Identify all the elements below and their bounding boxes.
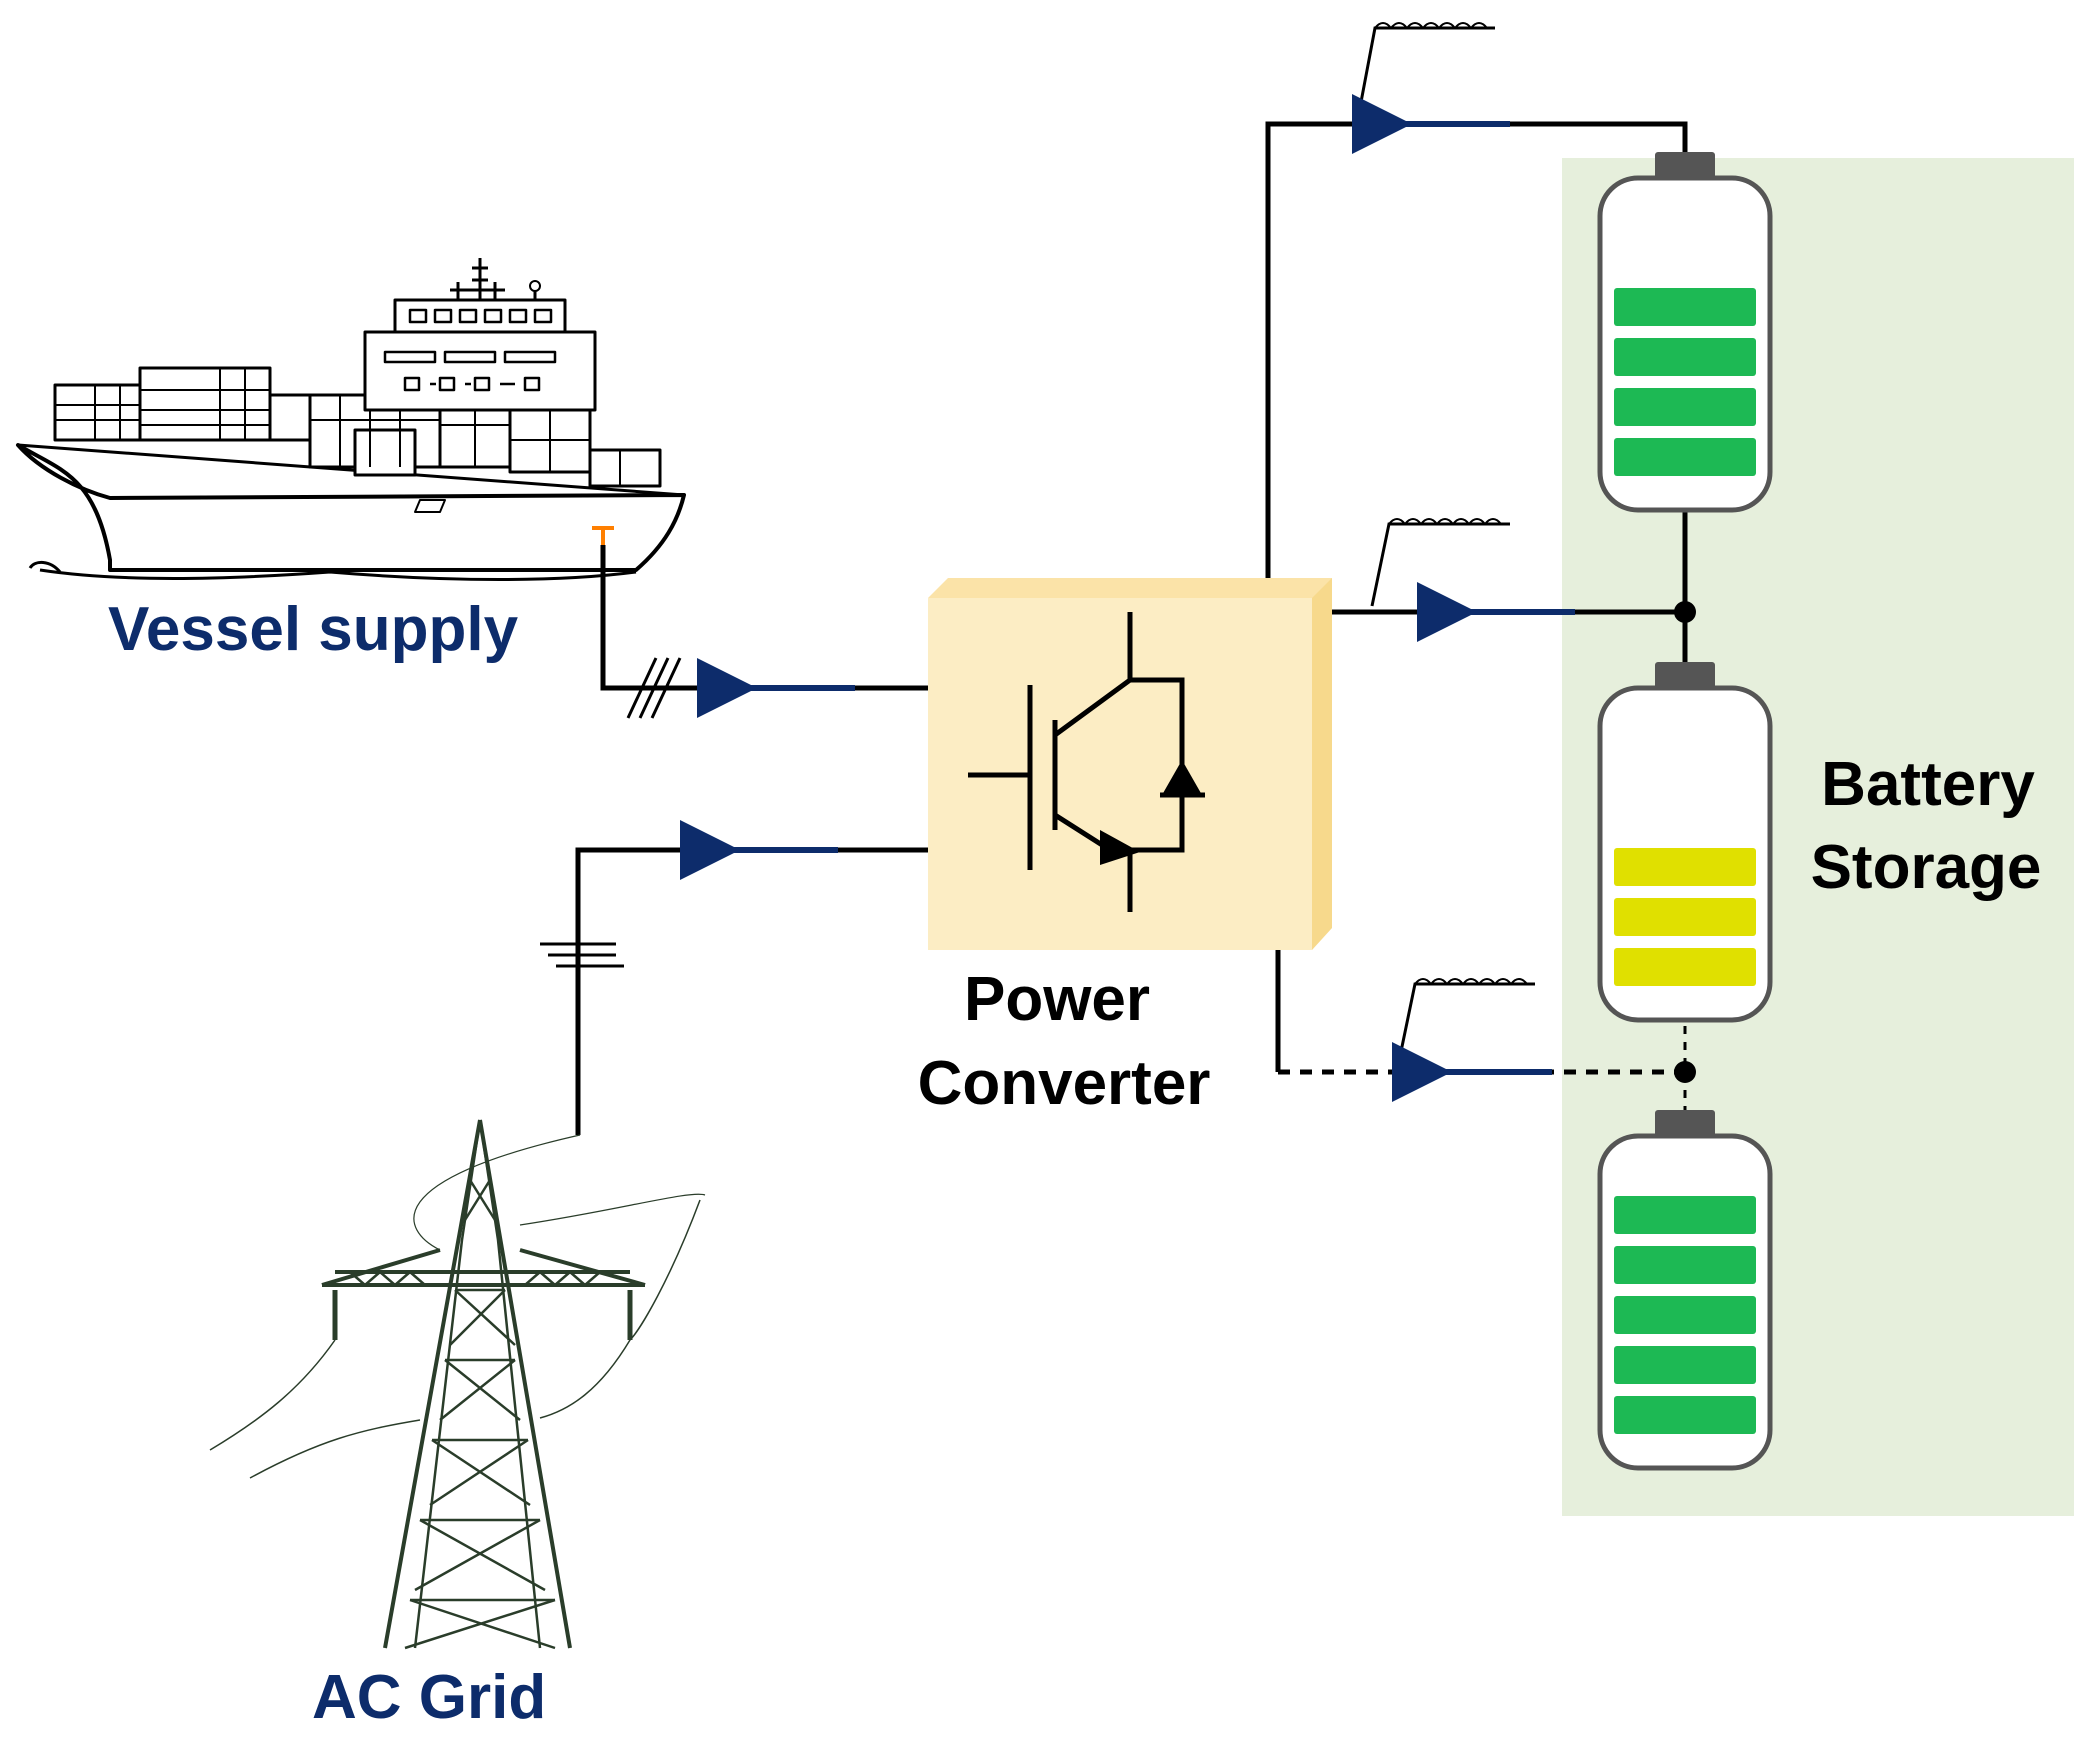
battery-cap: [1655, 662, 1715, 690]
battery-storage-label-line1: Battery: [1821, 750, 2035, 819]
battery-charge-bar: [1614, 288, 1756, 326]
battery-charge-bar: [1614, 1246, 1756, 1284]
vessel-feed-wire: [600, 545, 928, 719]
battery-charge-bar: [1614, 948, 1756, 986]
battery-bottom-icon: [1597, 1110, 1773, 1471]
battery-storage-label-line2: Storage: [1811, 833, 2042, 902]
converter-label-line2: Converter: [918, 1049, 1211, 1118]
battery-charge-bar: [1614, 438, 1756, 476]
battery-charge-bar: [1614, 1346, 1756, 1384]
diode-triangle-icon: [1162, 760, 1202, 795]
battery-cap: [1655, 152, 1715, 180]
battery-charge-bar: [1614, 1296, 1756, 1334]
vessel-supply-label: Vessel supply: [108, 595, 519, 664]
ship-terminal-icon: [592, 526, 614, 545]
battery-charge-bar: [1614, 388, 1756, 426]
grid-feed-wire: [540, 847, 928, 1135]
converter-label-line1: Power: [964, 965, 1150, 1034]
battery-stack: [1597, 152, 1773, 1471]
battery-charge-bar: [1614, 1196, 1756, 1234]
battery-charge-bar: [1614, 898, 1756, 936]
container-ship-icon: [16, 258, 686, 581]
igbt-emitter-arrow-icon: [1100, 830, 1140, 865]
battery-charge-bar: [1614, 338, 1756, 376]
bottom-junction-dot: [1674, 1061, 1696, 1083]
ac-grid-label: AC Grid: [312, 1663, 546, 1732]
battery-charge-bar: [1614, 848, 1756, 886]
battery-charge-bar: [1614, 1396, 1756, 1434]
battery-top-icon: [1597, 152, 1773, 513]
transmission-tower-icon: [209, 1119, 706, 1650]
battery-cap: [1655, 1110, 1715, 1138]
battery-middle-icon: [1597, 662, 1773, 1023]
